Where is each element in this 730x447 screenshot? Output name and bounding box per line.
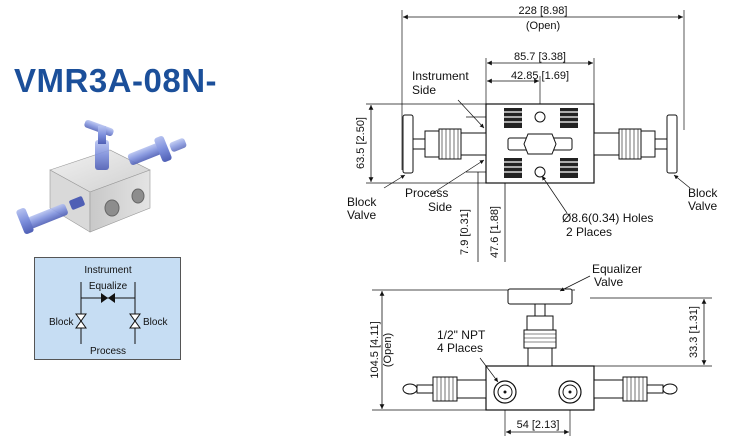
dim-front-bottom: 54 [2.13] <box>517 419 560 431</box>
schematic-process-label: Process <box>90 346 126 357</box>
npt-label-line1: 1/2" NPT <box>437 328 486 342</box>
equalize-valve-symbol <box>101 293 115 303</box>
process-side-label-line2: Side <box>428 200 452 214</box>
schematic-lines: Instrument Equalize Block Block Process <box>49 265 168 357</box>
dim-body-width: 85.7 [3.38] <box>514 51 566 63</box>
dim-front-height: 104.5 [4.11] <box>369 321 381 378</box>
equalizer-valve-front <box>507 288 573 367</box>
manifold-3d-illustration <box>16 119 187 235</box>
mounting-hole-top <box>534 111 546 123</box>
block-valve-right-label-line2: Valve <box>688 199 717 213</box>
right-valve-front <box>593 376 678 402</box>
equalizer-label-line2: Valve <box>594 275 623 289</box>
dim-body-height: 63.5 [2.50] <box>355 117 367 169</box>
left-valve-front <box>402 376 487 402</box>
holes-label-line2: 2 Places <box>566 225 612 239</box>
block-valve-right-symbol <box>129 313 141 329</box>
mounting-hole-bottom <box>534 166 546 178</box>
dim-front-right: 33.3 [1.31] <box>688 306 700 358</box>
block-valve-left-symbol <box>75 313 87 329</box>
instrument-side-label-line2: Side <box>412 83 436 97</box>
dim-front-height-note: (Open) <box>382 333 394 367</box>
dim-offset-small: 7.9 [0.31] <box>459 209 471 255</box>
block-valve-right-label-line1: Block <box>688 186 718 200</box>
process-side-label-line1: Process <box>405 186 448 200</box>
right-block-valve <box>593 114 678 174</box>
flow-schematic: Instrument Equalize Block Block Process <box>34 257 181 360</box>
dim-offset-large: 47.6 [1.88] <box>489 206 501 258</box>
schematic-block-left-label: Block <box>49 317 74 328</box>
top-view: 228 [8.98] (Open) 85.7 [3.38] 42.85 [1.6… <box>347 5 718 262</box>
npt-label-line2: 4 Places <box>437 341 483 355</box>
holes-label-line1: Ø8.6(0.34) Holes <box>562 211 653 225</box>
left-block-valve <box>402 114 487 174</box>
threaded-ports <box>504 108 578 178</box>
dim-total-length: 228 [8.98] <box>519 5 568 17</box>
schematic-instrument-label: Instrument <box>84 265 131 276</box>
block-valve-left-label-line2: Valve <box>347 208 376 222</box>
schematic-block-right-label: Block <box>143 317 168 328</box>
equalizer-label-line1: Equalizer <box>592 262 642 276</box>
block-valve-left-label-line1: Block <box>347 195 377 209</box>
schematic-equalize-label: Equalize <box>89 281 128 292</box>
model-title: VMR3A-08N- <box>14 62 218 99</box>
dim-half-width: 42.85 [1.69] <box>511 70 569 82</box>
dim-total-length-note: (Open) <box>526 20 560 32</box>
front-view: 104.5 [4.11] (Open) 33.3 [1.31] 54 [2.13… <box>369 262 712 436</box>
instrument-side-label-line1: Instrument <box>412 69 469 83</box>
